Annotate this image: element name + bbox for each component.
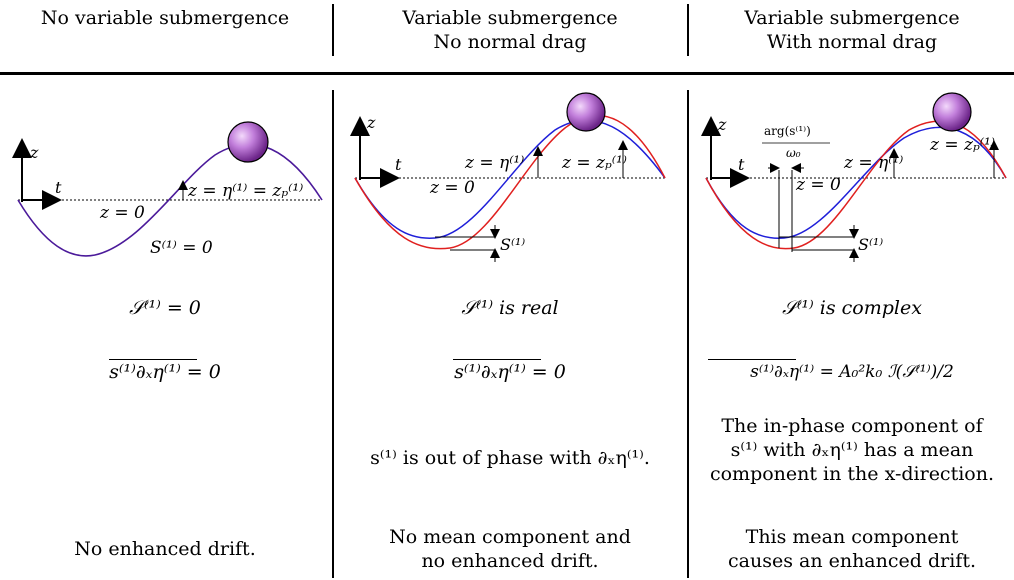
header-divider-1 xyxy=(332,4,334,56)
cal-S-col2: 𝒮⁽¹⁾ is real xyxy=(461,297,559,319)
header-divider-2 xyxy=(687,4,689,56)
header-col2-line2: No normal drag xyxy=(433,31,587,53)
drift-col3-line1: This mean component xyxy=(745,526,959,548)
header-col2: Variable submergence No normal drag xyxy=(335,6,685,54)
panel1-ball xyxy=(227,121,269,163)
panel2-S-label: S⁽¹⁾ xyxy=(500,235,525,254)
column-divider-2 xyxy=(687,90,689,578)
header-col3: Variable submergence With normal drag xyxy=(690,6,1014,54)
mean-col3: s⁽¹⁾∂ₓη⁽¹⁾ = A₀²k₀ ℐ(𝒮⁽¹⁾)/2 xyxy=(750,362,954,382)
header-rule xyxy=(0,72,1014,75)
panel3-z0-label: z = 0 xyxy=(795,175,841,195)
panel1-z0-label: z = 0 xyxy=(99,203,145,223)
drift-col2-line2: no enhanced drift. xyxy=(421,550,599,572)
drift-col1: No enhanced drift. xyxy=(74,538,256,560)
overline-col3 xyxy=(708,359,796,360)
panel1-t-label: t xyxy=(55,178,62,197)
panel1-S-label: S⁽¹⁾ = 0 xyxy=(150,238,213,258)
overline-col2 xyxy=(453,359,541,360)
panel2-wave-blue xyxy=(354,119,666,239)
panel3-eta-label: z = η⁽¹⁾ xyxy=(843,153,903,173)
header-col1-text: No variable submergence xyxy=(40,7,290,29)
panel2-zp-label: z = zₚ⁽¹⁾ xyxy=(561,153,627,173)
panel2-t-label: t xyxy=(395,155,402,174)
column-divider-1 xyxy=(332,90,334,578)
cal-S-col3: 𝒮⁽¹⁾ is complex xyxy=(782,297,922,319)
header-col1: No variable submergence xyxy=(0,6,330,30)
panel3-S-label: S⁽¹⁾ xyxy=(858,235,883,254)
drift-col3-line2: causes an enhanced drift. xyxy=(728,550,976,572)
phase-col3-line3: component in the x-direction. xyxy=(709,463,995,485)
panel2-eta-label: z = η⁽¹⁾ xyxy=(464,153,524,173)
phase-col3: The in-phase component of s⁽¹⁾ with ∂ₓη⁽… xyxy=(690,414,1014,486)
panel2-ball xyxy=(566,92,606,132)
panel1-z-label: z xyxy=(29,143,39,162)
panel1-wave xyxy=(17,143,323,257)
panel2-z-label: z xyxy=(366,113,376,132)
panel3-wave-blue xyxy=(705,126,1007,239)
panel2-z0-label: z = 0 xyxy=(429,178,475,198)
cal-S-col1: 𝒮⁽¹⁾ = 0 xyxy=(129,297,201,319)
panel1-diagram: z t z = 0 z = η⁽¹⁾ = zₚ⁽¹⁾ S⁽¹⁾ = 0 xyxy=(11,121,323,258)
panel3-z-label: z xyxy=(717,115,727,134)
panel2-diagram: z t z = 0 z = η⁽¹⁾ z = zₚ⁽¹⁾ S⁽¹⁾ xyxy=(350,92,666,262)
panel2-wave-red xyxy=(354,114,666,250)
panel3-t-label: t xyxy=(738,155,745,174)
panel1-eta-label: z = η⁽¹⁾ = zₚ⁽¹⁾ xyxy=(187,181,303,201)
panel3-ball xyxy=(932,92,972,132)
phase-col3-line2: s⁽¹⁾ with ∂ₓη⁽¹⁾ has a mean xyxy=(730,439,974,461)
header-col2-line1: Variable submergence xyxy=(402,7,618,29)
mean-col1: s⁽¹⁾∂ₓη⁽¹⁾ = 0 xyxy=(109,361,221,383)
header-col3-line2: With normal drag xyxy=(766,31,938,53)
panel3-zp-label: z = zₚ⁽¹⁾ xyxy=(929,135,995,155)
drift-col3: This mean component causes an enhanced d… xyxy=(690,525,1014,573)
drift-col2-line1: No mean component and xyxy=(389,526,631,548)
panel3-omega-label: ω₀ xyxy=(786,146,801,160)
phase-col3-line1: The in-phase component of xyxy=(721,415,983,437)
overline-col1 xyxy=(109,359,197,360)
header-col3-line1: Variable submergence xyxy=(744,7,960,29)
panel3-diagram: z t arg(s⁽¹⁾) ω₀ z = 0 z = η⁽¹⁾ z = zₚ⁽¹… xyxy=(701,92,1007,262)
drift-col2: No mean component and no enhanced drift. xyxy=(335,525,685,573)
panel3-arg-label: arg(s⁽¹⁾) xyxy=(764,124,811,138)
mean-col2: s⁽¹⁾∂ₓη⁽¹⁾ = 0 xyxy=(454,361,566,383)
phase-col2: s⁽¹⁾ is out of phase with ∂ₓη⁽¹⁾. xyxy=(370,447,650,469)
